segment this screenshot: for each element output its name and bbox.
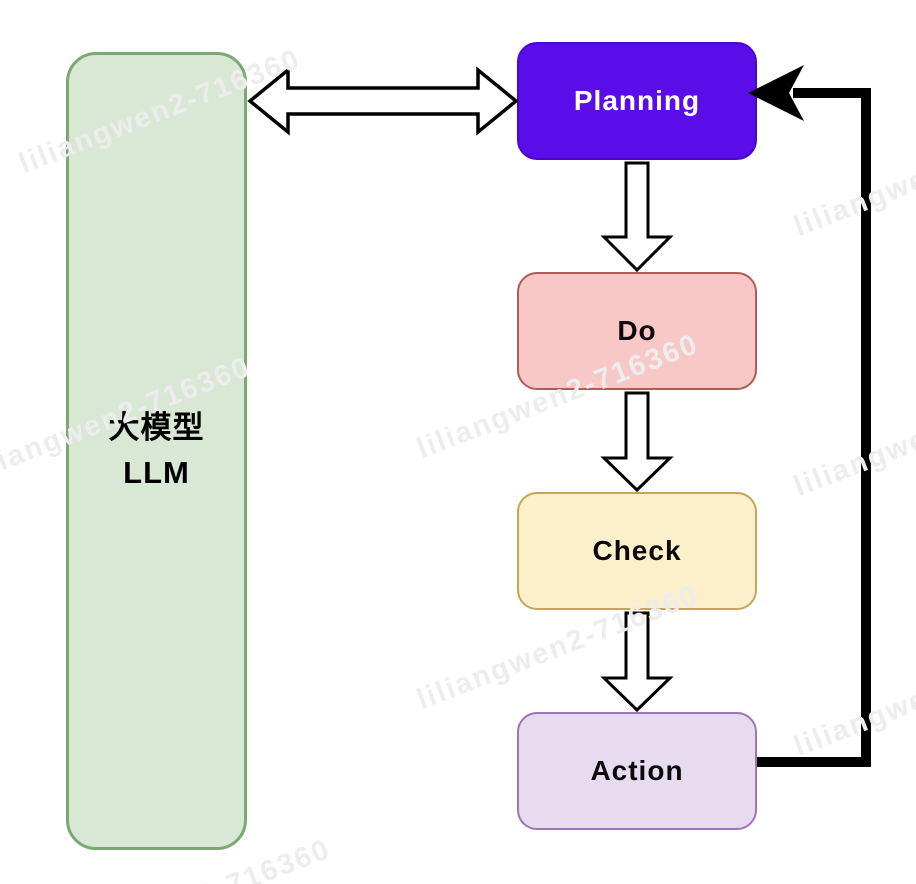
planning-node: Planning xyxy=(517,42,757,160)
check-node: Check xyxy=(517,492,757,610)
do-node-label: Do xyxy=(617,315,657,346)
do-node: Do xyxy=(517,272,757,390)
llm-node: 大模型 LLM xyxy=(66,52,247,850)
action-node-label: Action xyxy=(590,755,684,786)
check-node-label: Check xyxy=(592,535,682,566)
planning-node-label: Planning xyxy=(573,85,701,116)
action-node: Action xyxy=(517,712,757,830)
llm-label-en: LLM xyxy=(123,455,190,490)
llm-label-cn: 大模型 xyxy=(108,410,205,446)
